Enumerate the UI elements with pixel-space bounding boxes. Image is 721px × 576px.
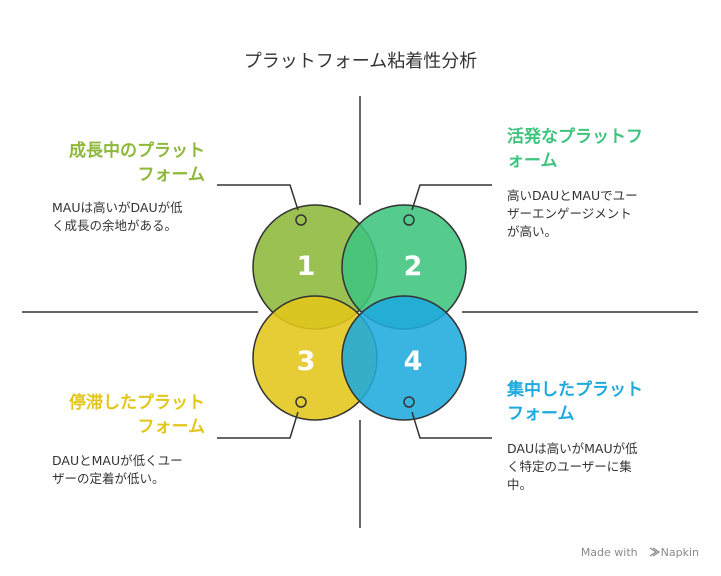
number-4: 4 [404, 346, 423, 377]
quadrant-1-desc-line2: く成長の余地がある。 [52, 218, 178, 233]
footer-credit: Made with Napkin [581, 546, 699, 559]
connector-dot-1 [295, 214, 307, 226]
quadrant-1-heading-line2: フォーム [137, 165, 206, 185]
quadrant-2-desc-line2: ザーエンゲージメント [507, 206, 632, 221]
quadrant-2-heading-line2: ォーム [507, 151, 558, 171]
quadrant-2-desc-line3: が高い。 [507, 224, 558, 239]
quadrant-1-heading-line1: 成長中のプラット [69, 141, 205, 161]
quadrant-4-heading: 集中したプラット フォーム [507, 378, 687, 426]
footer-brand: Napkin [660, 546, 699, 559]
connector-dot-4 [403, 396, 415, 408]
quadrant-4-desc-line1: DAUは高いがMAUが低 [507, 441, 638, 456]
diagram-title: プラットフォーム粘着性分析 [243, 51, 478, 72]
quadrant-4-desc-line3: 中。 [507, 477, 533, 492]
connector-4 [411, 411, 492, 439]
quadrant-1-heading: 成長中のプラット フォーム [40, 139, 205, 187]
napkin-logo-icon [649, 547, 661, 557]
quadrant-2-desc-line1: 高いDAUとMAUでユー [507, 188, 638, 203]
quadrant-1-desc-line1: MAUは高いがDAUが低 [52, 200, 183, 215]
connector-dot-2 [403, 214, 415, 226]
quadrant-2-description: 高いDAUとMAUでユー ザーエンゲージメント が高い。 [507, 187, 687, 241]
quadrant-4-desc-line2: く特定のユーザーに集 [507, 459, 632, 474]
connector-dot-3 [295, 396, 307, 408]
connector-1 [217, 184, 299, 211]
quadrant-2-heading: 活発なプラットフ ォーム [507, 125, 687, 173]
circle-quadrant-4 [341, 295, 467, 421]
quadrant-3-desc-line1: DAUとMAUが低くユー [52, 453, 183, 468]
number-3: 3 [297, 346, 316, 377]
quadrant-4-heading-line2: フォーム [507, 404, 575, 424]
connector-3 [217, 411, 299, 439]
connector-2 [411, 184, 492, 211]
number-1: 1 [297, 251, 316, 282]
quadrant-4-description: DAUは高いがMAUが低 く特定のユーザーに集 中。 [507, 440, 687, 494]
footer-made-with: Made with [580, 546, 638, 559]
quadrant-4-heading-line1: 集中したプラット [507, 380, 643, 400]
quadrant-3-description: DAUとMAUが低くユー ザーの定着が低い。 [52, 452, 222, 488]
quadrant-2-heading-line1: 活発なプラットフ [507, 127, 643, 147]
quadrant-3-heading: 停滞したプラット フォーム [40, 391, 205, 439]
quadrant-3-desc-line2: ザーの定着が低い。 [52, 471, 165, 486]
quadrant-3-heading-line1: 停滞したプラット [69, 393, 205, 413]
quadrant-1-description: MAUは高いがDAUが低 く成長の余地がある。 [52, 199, 222, 235]
quadrant-3-heading-line2: フォーム [137, 417, 206, 437]
number-2: 2 [404, 251, 423, 282]
